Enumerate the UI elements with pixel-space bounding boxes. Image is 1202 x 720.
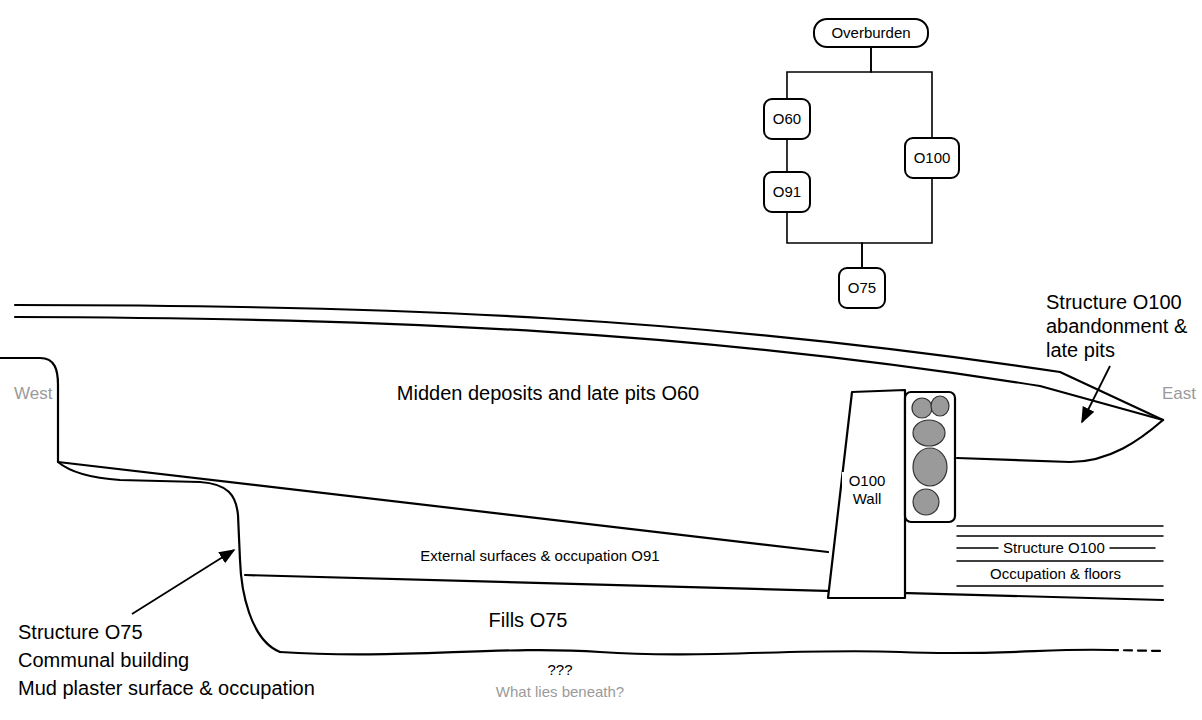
unit-number: O60	[773, 110, 801, 128]
section-label: Mud plaster surface & occupation	[18, 676, 315, 700]
floor-line	[1110, 547, 1155, 549]
section-label: O100 Wall	[842, 472, 892, 508]
wall-outline	[828, 390, 905, 598]
stone	[913, 448, 947, 486]
unit-number: O100	[914, 149, 951, 167]
leader-arrow	[132, 550, 234, 614]
section-label: Structure O75	[18, 620, 143, 644]
section-label: Communal building	[18, 648, 189, 672]
floor-line	[957, 525, 1163, 527]
floor-line	[957, 547, 998, 549]
matrix-box: O91	[763, 171, 811, 213]
matrix-connector	[786, 140, 788, 171]
matrix-connector	[787, 48, 871, 98]
floor-line	[957, 535, 1163, 537]
layer-boundary	[957, 420, 1163, 462]
ground-surface-line	[15, 317, 1163, 420]
layer-boundary	[58, 462, 828, 552]
matrix-box: Overburden	[813, 18, 928, 48]
stone	[912, 398, 932, 418]
section-label: Midden deposits and late pits O60	[397, 381, 699, 405]
matrix-box: O75	[838, 267, 886, 309]
cut-line	[0, 358, 280, 652]
section-label: Structure O100	[1003, 539, 1105, 557]
unit-number: O75	[848, 279, 876, 297]
layer-boundary	[280, 650, 1110, 655]
section-label: What lies beneath?	[496, 683, 624, 701]
matrix-connector	[871, 48, 932, 137]
stone	[931, 396, 949, 416]
matrix-connector	[862, 179, 932, 267]
section-label: Structure O100 abandonment & late pits	[1046, 290, 1196, 362]
layer-boundary-dashed	[1110, 650, 1163, 651]
section-label: Fills O75	[489, 608, 568, 632]
ground-surface-line	[15, 305, 1163, 420]
section-label: Occupation & floors	[990, 565, 1121, 583]
floor-line	[957, 585, 1163, 587]
section-label: ???	[547, 661, 572, 679]
unit-number: O91	[773, 183, 801, 201]
leader-arrow	[1082, 366, 1110, 422]
matrix-connector	[787, 213, 862, 267]
matrix-box: O60	[763, 98, 811, 140]
stone	[913, 489, 939, 515]
section-label: East	[1162, 384, 1196, 404]
floor-line	[957, 560, 1163, 562]
stone-packing-outline	[905, 392, 955, 522]
stone	[913, 420, 945, 446]
unit-number: Overburden	[831, 24, 910, 42]
section-label: External surfaces & occupation O91	[420, 547, 659, 565]
matrix-box: O100	[904, 137, 961, 179]
section-label: West	[14, 384, 52, 404]
